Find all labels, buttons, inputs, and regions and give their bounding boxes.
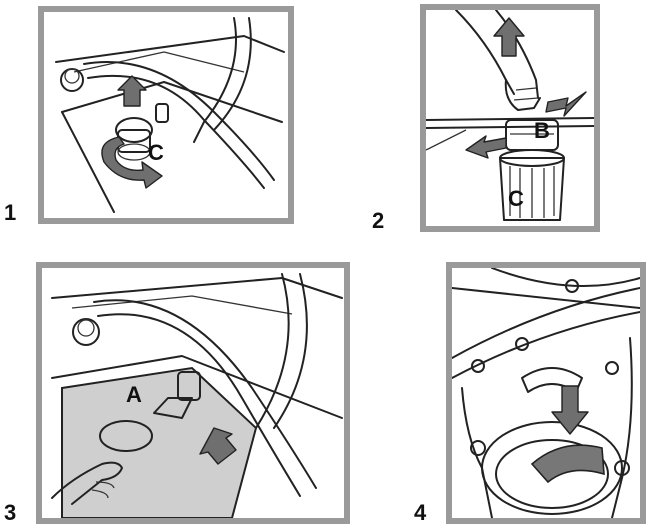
panel-3-callout-a: A [126, 382, 142, 407]
panel-3-illustration: A [51, 273, 343, 518]
panel-1-illustration: C [55, 17, 285, 213]
panel-1: C [38, 6, 294, 224]
step-number-4: 4 [414, 500, 427, 525]
step-number-3: 3 [4, 500, 17, 525]
panel-3: A [36, 262, 350, 524]
panel-2: B C [420, 4, 600, 232]
panel-1-callout-c: C [148, 140, 164, 165]
step-number-1: 1 [4, 200, 17, 225]
step-number-2: 2 [372, 208, 385, 233]
panel-4-illustration [452, 268, 640, 518]
panel-2-callout-b: B [534, 118, 550, 143]
panel-2-callout-c: C [508, 186, 524, 211]
panel-2-illustration: B C [426, 10, 594, 221]
panel-4 [446, 262, 646, 524]
